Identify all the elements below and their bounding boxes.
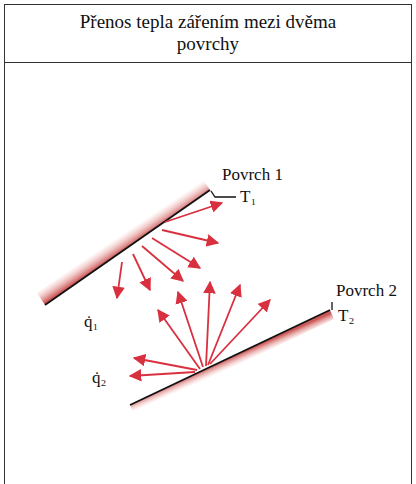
title-rule	[5, 62, 412, 63]
title: Přenos tepla zářením mezi dvěma povrchy	[78, 11, 338, 55]
frame	[5, 5, 412, 484]
surface-line	[130, 310, 330, 405]
temperature-label: T₁	[240, 187, 256, 207]
surface-shading	[37, 178, 210, 305]
surface-line	[45, 190, 210, 305]
surface-label: Povrch 2	[336, 281, 397, 301]
radiation-arrows	[117, 203, 222, 298]
temperature-label: T₂	[338, 306, 354, 326]
radiation-arrows	[130, 282, 270, 376]
leader-line	[331, 302, 332, 310]
surface-label: Povrch 1	[222, 165, 283, 185]
heat-flux-label: q̇₂	[92, 368, 106, 388]
heat-flux-label: q̇₁	[84, 312, 98, 332]
leader-line	[211, 191, 236, 197]
surface-shading	[130, 310, 334, 414]
